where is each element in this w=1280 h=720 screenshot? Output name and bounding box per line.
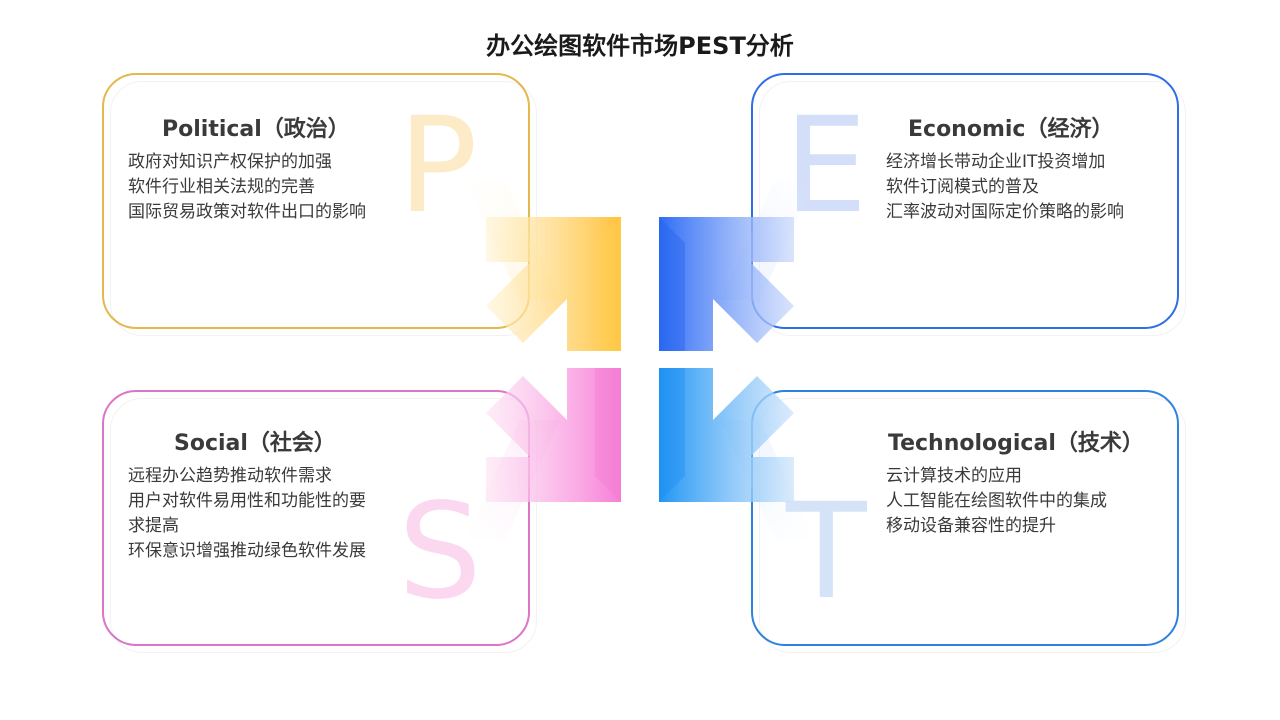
- social-arrow-face: [595, 368, 621, 502]
- economic-letter: E: [784, 89, 868, 243]
- list-item: 软件行业相关法规的完善: [128, 177, 315, 197]
- social-letter: S: [398, 475, 482, 629]
- political-list: 政府对知识产权保护的加强 软件行业相关法规的完善 国际贸易政策对软件出口的影响: [128, 150, 378, 225]
- list-item: 汇率波动对国际定价策略的影响: [886, 202, 1124, 222]
- list-item: 云计算技术的应用: [886, 466, 1022, 486]
- list-item: 环保意识增强推动绿色软件发展: [128, 541, 366, 561]
- list-item: 国际贸易政策对软件出口的影响: [128, 202, 366, 222]
- list-item: 经济增长带动企业IT投资增加: [886, 152, 1106, 172]
- technological-letter: T: [786, 475, 867, 629]
- social-list: 远程办公趋势推动软件需求 用户对软件易用性和功能性的要求提高 环保意识增强推动绿…: [128, 464, 378, 564]
- political-heading: Political（政治）: [162, 117, 350, 142]
- technological-arrow-face: [659, 368, 685, 502]
- list-item: 远程办公趋势推动软件需求: [128, 466, 332, 486]
- technological-list: 云计算技术的应用 人工智能在绘图软件中的集成 移动设备兼容性的提升: [886, 464, 1136, 539]
- technological-heading: Technological（技术）: [888, 431, 1144, 456]
- list-item: 人工智能在绘图软件中的集成: [886, 491, 1107, 511]
- social-card: [102, 390, 537, 653]
- economic-arrow-face: [659, 217, 685, 351]
- social-heading: Social（社会）: [174, 431, 336, 456]
- political-arrow-face: [595, 217, 621, 351]
- page-title: 办公绘图软件市场PEST分析: [486, 32, 794, 60]
- economic-heading: Economic（经济）: [908, 117, 1114, 142]
- list-item: 移动设备兼容性的提升: [886, 516, 1056, 536]
- list-item: 软件订阅模式的普及: [886, 177, 1039, 197]
- political-letter: P: [398, 89, 478, 243]
- economic-list: 经济增长带动企业IT投资增加 软件订阅模式的普及 汇率波动对国际定价策略的影响: [886, 150, 1136, 225]
- list-item: 用户对软件易用性和功能性的要求提高: [128, 491, 366, 536]
- list-item: 政府对知识产权保护的加强: [128, 152, 332, 172]
